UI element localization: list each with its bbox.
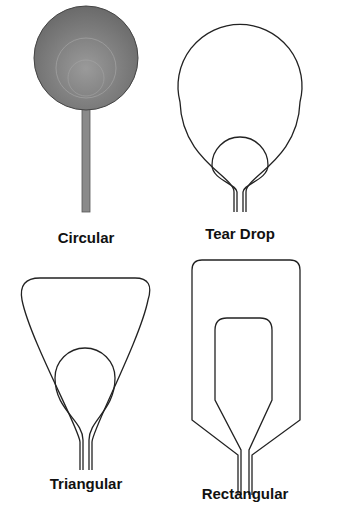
shape-label: Rectangular bbox=[202, 486, 289, 503]
outline-shapes bbox=[21, 24, 302, 495]
shape-label: Triangular bbox=[50, 476, 123, 493]
circular-shape bbox=[34, 6, 138, 212]
shape-label: Tear Drop bbox=[205, 226, 275, 243]
shape-label: Circular bbox=[58, 230, 115, 247]
